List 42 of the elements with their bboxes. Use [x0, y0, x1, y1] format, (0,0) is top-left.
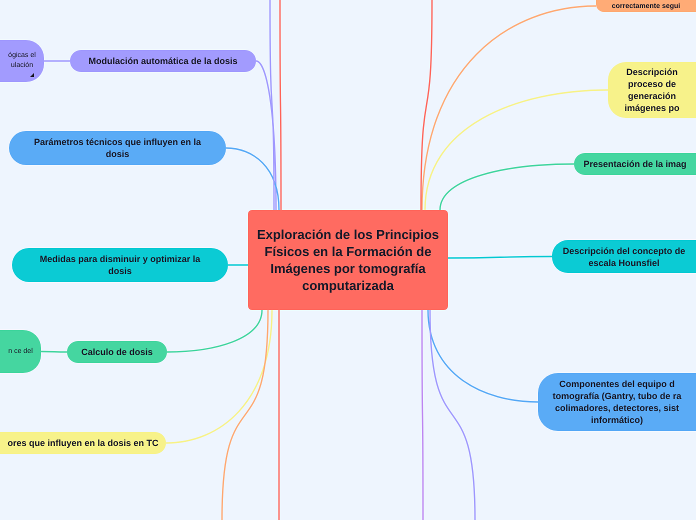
branch-line — [420, 0, 433, 210]
topic-text: Exploración de los Principios Físicos en la Formación de Imágenes por tomografía computarizada — [256, 226, 440, 294]
connector-line — [166, 310, 273, 444]
branch-line — [278, 310, 280, 520]
topic-text: Descripción proceso de generación imágenes po — [623, 66, 680, 114]
connector-line — [439, 163, 574, 210]
connector-line — [421, 5, 596, 210]
topic-text: Parámetros técnicos que influyen en la dosis — [32, 136, 202, 160]
topic-pill — [0, 432, 166, 454]
subtopic-box — [0, 40, 44, 82]
topic-text: Descripción del concepto de escala Hounsfiel — [562, 244, 686, 268]
topic-pill — [70, 50, 256, 72]
connector-line — [427, 310, 538, 403]
branch-line — [269, 0, 275, 210]
connector-line — [226, 147, 280, 210]
connector-line — [448, 256, 552, 259]
branch-line — [279, 0, 282, 210]
topic-pill — [538, 373, 696, 431]
subtopic-box — [0, 330, 41, 373]
topic-pill — [552, 240, 696, 273]
topic-pill — [574, 153, 696, 175]
topic-text: Presentación de la imag — [583, 158, 687, 170]
branch-line — [421, 310, 424, 520]
branch-line — [429, 310, 476, 520]
topic-text: ores que influyen en la dosis en TC — [7, 437, 159, 449]
topic-text: Modulación automática de la dosis — [88, 55, 238, 67]
connector-line — [166, 310, 263, 353]
branch-line — [221, 310, 269, 520]
topic-pill — [596, 0, 696, 12]
topic-text: Medidas para disminuir y optimizar la dosis — [38, 253, 202, 277]
connector-line — [41, 350, 67, 353]
connector-line — [424, 89, 608, 210]
topic-text: Componentes del equipo d tomografía (Gantry, tubo de ra colimadores, detectores, sist informático) — [552, 378, 682, 426]
topic-pill — [12, 248, 228, 282]
connector-line — [44, 60, 70, 62]
connector-line — [256, 60, 277, 210]
central-topic-box — [248, 210, 448, 310]
connector-line — [228, 264, 248, 266]
topic-text: Calculo de dosis — [81, 346, 153, 358]
topic-pill — [608, 62, 696, 118]
topic-pill — [67, 341, 167, 363]
topic-pill — [9, 131, 226, 165]
